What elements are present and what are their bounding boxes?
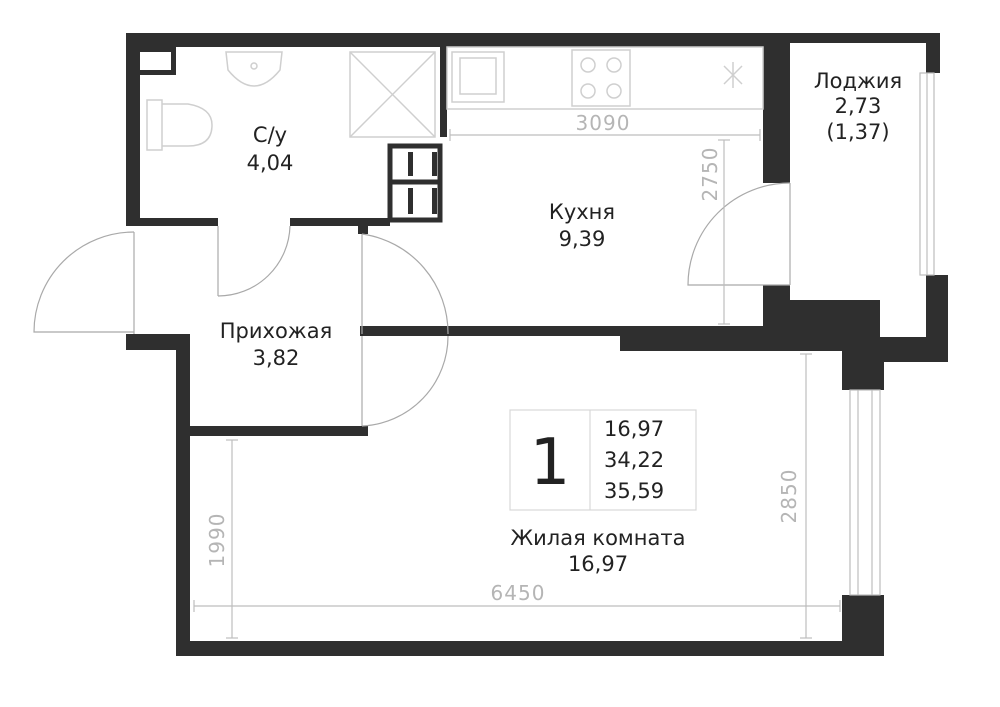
summary-total-area: 34,22 (604, 448, 664, 472)
room-area-living: 16,97 (568, 552, 628, 576)
walls (126, 33, 948, 656)
summary-total-with-loggia: 35,59 (604, 479, 664, 503)
dim-living-width: 6450 (491, 581, 546, 605)
room-label-bathroom: С/у (253, 123, 287, 147)
room-count: 1 (530, 426, 571, 500)
room-label-hallway: Прихожая (220, 319, 332, 343)
room-area-bathroom: 4,04 (247, 151, 294, 175)
kitchen-fixtures (446, 46, 764, 110)
room-area-loggia-reduced: (1,37) (826, 120, 889, 144)
summary-living-area: 16,97 (604, 417, 664, 441)
dim-kitchen-width: 3090 (576, 111, 631, 135)
room-area-hallway: 3,82 (253, 346, 300, 370)
room-area-loggia: 2,73 (835, 94, 882, 118)
room-label-loggia: Лоджия (814, 69, 902, 93)
windows (849, 72, 935, 596)
room-label-living: Жилая комната (511, 526, 686, 550)
ventilation-block (387, 143, 443, 223)
room-label-kitchen: Кухня (549, 200, 615, 224)
doors (33, 182, 791, 427)
dim-kitchen-depth: 2750 (698, 147, 722, 202)
summary-badge: 1 16,97 34,22 35,59 (509, 409, 697, 511)
dim-living-depth: 2850 (777, 469, 801, 524)
room-area-kitchen: 9,39 (559, 227, 606, 251)
bathroom-fixtures (146, 51, 436, 151)
dim-hall-offset: 1990 (205, 513, 229, 568)
dimension-lines (193, 129, 841, 639)
